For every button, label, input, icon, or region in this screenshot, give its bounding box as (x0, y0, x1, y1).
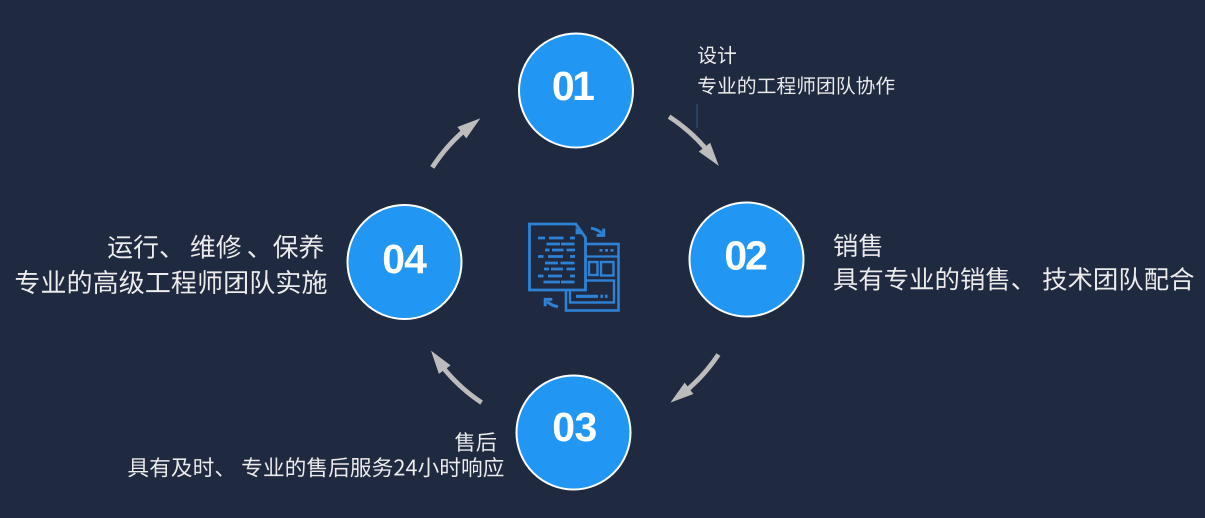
svg-text:4: 4 (404, 236, 427, 282)
svg-text:0: 0 (552, 404, 575, 450)
svg-text:1: 1 (572, 63, 595, 109)
svg-text:2: 2 (745, 232, 768, 278)
svg-text:0: 0 (724, 232, 747, 278)
svg-text:0: 0 (382, 236, 405, 282)
svg-text:0: 0 (552, 63, 575, 109)
svg-text:3: 3 (574, 404, 597, 450)
